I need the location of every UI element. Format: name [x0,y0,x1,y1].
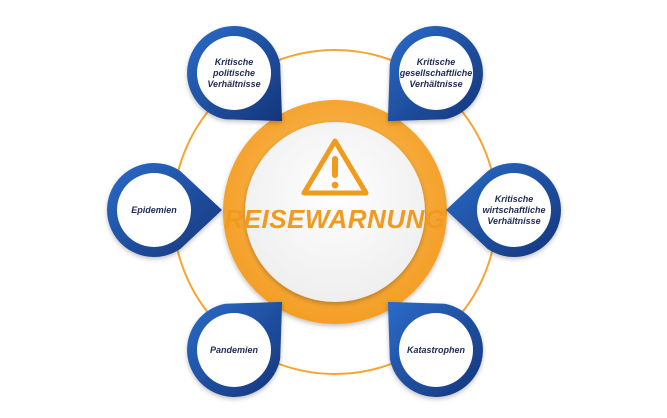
node-label-line: politische [212,68,255,78]
node-label-line: Katastrophen [407,345,466,355]
node-katastrophen: Katastrophen [387,301,483,397]
node-inner-circle [197,313,271,387]
node-epidemien: Epidemien [107,163,222,257]
warning-triangle-icon [301,138,369,196]
node-label-line: wirtschaftliche [482,205,545,215]
node-label-line: Kritische [215,57,254,67]
node-label-line: Kritische [495,194,534,204]
center-white-disk [245,122,425,302]
node-label-line: Pandemien [210,345,259,355]
node-inner-circle [399,36,473,110]
node-label-line: Verhältnisse [409,79,462,89]
node-inner-circle [477,173,551,247]
node-label-line: Kritische [417,57,456,67]
node-label-line: Epidemien [131,205,177,215]
node-inner-circle [197,36,271,110]
node-label-line: gesellschaftliche [399,68,473,78]
node-inner-circle [117,173,191,247]
node-pandemien: Pandemien [187,301,283,397]
center-title: REISEWARNUNG [224,204,445,234]
nodes-layer: KritischepolitischeVerhältnisseKritische… [107,26,561,397]
node-label-line: Verhältnisse [487,216,540,226]
node-inner-circle [399,313,473,387]
node-label-line: Verhältnisse [207,79,260,89]
